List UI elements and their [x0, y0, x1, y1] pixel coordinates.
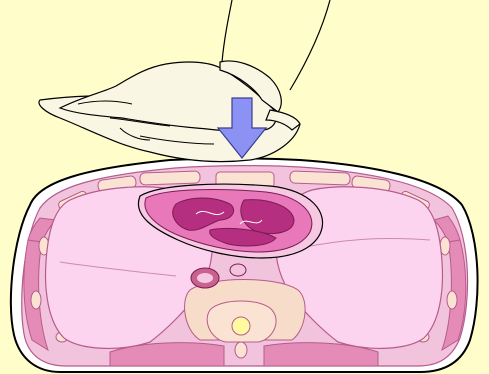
rib-cartilage [140, 171, 200, 185]
rib [31, 291, 41, 309]
gloved-hand-icon [39, 61, 300, 162]
rib-cartilage [290, 171, 350, 185]
spinal-canal [232, 317, 250, 335]
thorax-cross-section [11, 159, 478, 373]
aorta-lumen [197, 273, 213, 283]
spinous-process [235, 342, 247, 358]
rib [447, 291, 457, 309]
esophagus [230, 264, 246, 276]
